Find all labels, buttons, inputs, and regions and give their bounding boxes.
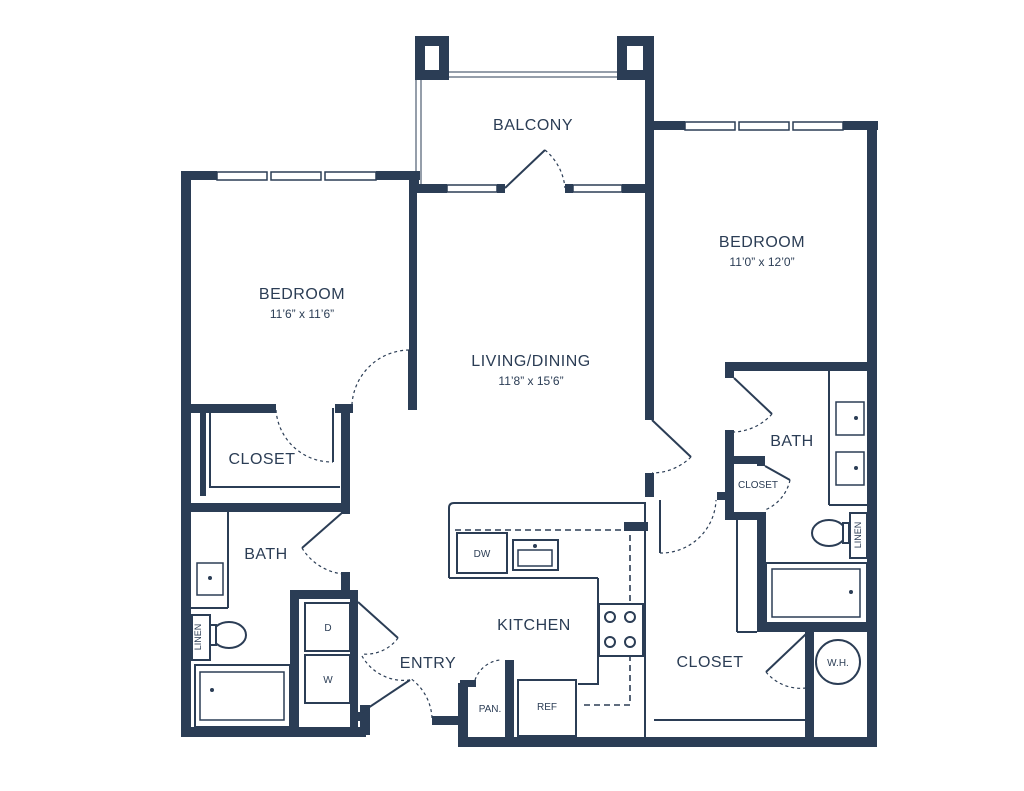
water-heater-label: W.H. bbox=[827, 658, 849, 669]
linen-right-label: LINEN bbox=[853, 522, 863, 549]
washer-label: W bbox=[323, 675, 333, 686]
pantry-label: PAN. bbox=[479, 704, 502, 715]
bath-right-label: BATH bbox=[770, 433, 813, 450]
balcony-label: BALCONY bbox=[493, 117, 573, 134]
windows bbox=[216, 71, 844, 193]
linen-left-label: LINEN bbox=[193, 624, 203, 651]
bath-right-fixtures bbox=[765, 371, 868, 685]
living-label: LIVING/DINING bbox=[471, 353, 590, 370]
dishwasher-label: DW bbox=[474, 549, 491, 560]
kitchen-label: KITCHEN bbox=[497, 617, 571, 634]
walls bbox=[181, 36, 878, 747]
fixture-labels: DW D W PAN. REF W.H. LINEN LINEN bbox=[193, 522, 863, 715]
bedroom-left-dims: 11’6” x 11’6” bbox=[270, 307, 334, 321]
bedroom-left-label: BEDROOM bbox=[259, 286, 345, 303]
entry-label: ENTRY bbox=[400, 655, 456, 672]
bedroom-right-label: BEDROOM bbox=[719, 234, 805, 251]
room-labels: BALCONY BEDROOM 11’6” x 11’6” BEDROOM 11… bbox=[228, 117, 813, 672]
bedroom-right-dims: 11’0” x 12’0” bbox=[729, 255, 794, 269]
closet-left-label: CLOSET bbox=[228, 451, 295, 468]
closet-small-label: CLOSET bbox=[738, 480, 778, 491]
doors bbox=[275, 149, 807, 719]
refrigerator-label: REF bbox=[537, 702, 557, 713]
dryer-label: D bbox=[324, 623, 331, 634]
kitchen-fixtures bbox=[448, 502, 646, 737]
laundry-fixtures bbox=[304, 602, 351, 704]
bath-left-label: BATH bbox=[244, 546, 287, 563]
closet-right-outline bbox=[654, 520, 805, 721]
closet-right-label: CLOSET bbox=[676, 654, 743, 671]
closet-left-outline bbox=[209, 413, 340, 488]
living-dims: 11’8” x 15’6” bbox=[498, 374, 563, 388]
bath-left-fixtures bbox=[191, 512, 291, 728]
